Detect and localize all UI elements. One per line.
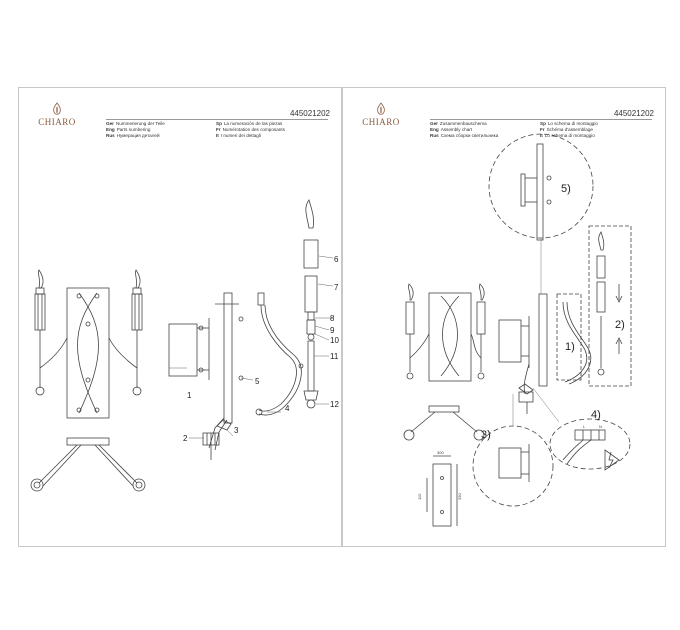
leader-lines [169, 255, 334, 439]
brand-name: CHIARO [362, 117, 400, 127]
detail-wiring-step-4 [549, 418, 631, 471]
step-labels: 5) 2) 1) 3) 4) [481, 183, 625, 441]
part-label-7: 7 [334, 283, 339, 292]
part-number-labels: 1 2 3 4 5 6 7 8 9 10 11 12 [183, 255, 339, 443]
brand-logo: CHIARO [359, 102, 403, 127]
brand-logo: CHIARO [35, 102, 79, 127]
dimension-height: 330 [457, 493, 462, 500]
wire-label-n: N [599, 424, 602, 429]
part-label-2: 2 [183, 434, 188, 443]
part-label-6: 6 [334, 255, 339, 264]
part-label-11: 11 [330, 352, 339, 361]
part-label-1: 1 [187, 391, 192, 400]
step-label-2: 2) [615, 319, 625, 331]
assembled-top-view [403, 405, 485, 441]
candle-assembly [303, 199, 319, 409]
side-arm [255, 292, 304, 416]
back-plate [215, 292, 244, 431]
part-label-9: 9 [330, 326, 335, 335]
dimension-labels: 300 110 330 [417, 450, 462, 500]
step-label-4: 4) [591, 409, 601, 421]
plate-and-arm [538, 293, 592, 387]
wire-block [202, 417, 228, 460]
product-code: 445021202 [289, 109, 330, 118]
step-label-1: 1) [565, 341, 575, 353]
part-label-10: 10 [330, 336, 339, 345]
part-label-4: 4 [285, 404, 290, 413]
parts-drawing: 1 2 3 4 5 6 7 8 9 10 11 12 [30, 199, 339, 492]
lamp-front-view [34, 269, 143, 419]
connector-lines [512, 238, 560, 426]
dimension-drawing [426, 455, 458, 527]
part-label-8: 8 [330, 314, 335, 323]
wire-label-l: L [583, 424, 586, 429]
brand-name: CHIARO [38, 117, 76, 127]
step-label-5: 5) [561, 183, 571, 195]
part-label-3: 3 [234, 426, 239, 435]
assembled-front-view [405, 283, 486, 382]
candle-install-step-2 [588, 225, 632, 387]
part-label-12: 12 [330, 400, 339, 409]
assembly-drawing: 5) 2) 1) 3) 4) L N 300 110 330 [403, 133, 632, 527]
wire-terminal-labels: L N [583, 424, 602, 429]
flame-logo-icon [53, 102, 61, 115]
mounting-bracket [168, 318, 210, 380]
step-label-3: 3) [481, 429, 491, 441]
part-label-5: 5 [255, 377, 260, 386]
assembly-wires [518, 363, 534, 414]
product-code: 445021202 [613, 109, 654, 118]
flame-logo-icon [377, 102, 385, 115]
dimension-width: 300 [437, 450, 444, 455]
detail-circle-step-5 [488, 133, 594, 241]
dimension-mount: 110 [417, 493, 422, 500]
assembly-bracket [498, 316, 534, 395]
lamp-top-view [30, 437, 146, 492]
